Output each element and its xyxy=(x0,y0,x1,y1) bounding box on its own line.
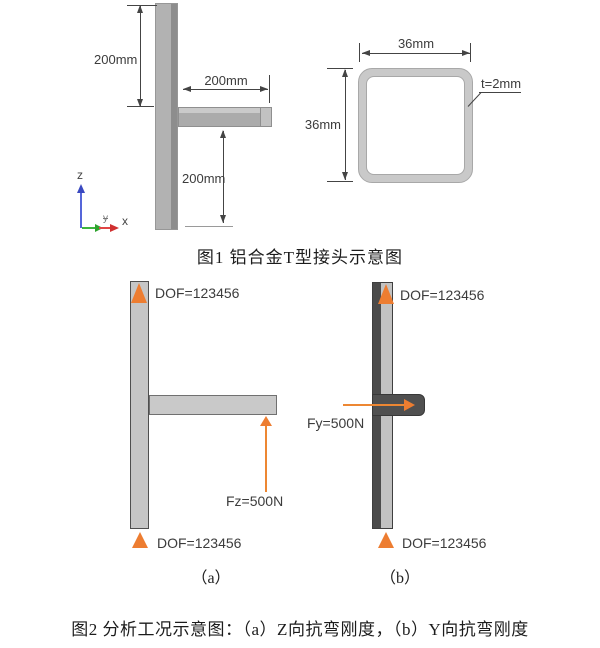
dim-label-section-height: 36mm xyxy=(304,117,341,132)
dim-arrow-icon xyxy=(137,5,143,13)
figure2-caption: 图2 分析工况示意图：（a）Z向抗弯刚度，（b）Y向抗弯刚度 xyxy=(71,620,529,639)
x-axis-icon xyxy=(99,227,111,229)
dim-line-upper xyxy=(140,6,141,106)
dim-arrow-icon xyxy=(183,86,191,92)
horizontal-member xyxy=(178,107,272,127)
y-axis-label: y xyxy=(103,213,108,224)
force-arrowhead-icon xyxy=(260,416,272,426)
figure1-caption: 图1 铝合金T型接头示意图 xyxy=(196,248,404,267)
tube-inner-hole xyxy=(366,76,465,175)
z-axis-icon xyxy=(80,192,82,228)
z-axis-label: z xyxy=(77,168,83,182)
case-b-label: （b） xyxy=(379,570,420,587)
dim-tick xyxy=(127,5,157,6)
dim-tick xyxy=(127,106,154,107)
force-arrow-shaft-a xyxy=(265,425,267,492)
dim-line-arm xyxy=(183,89,268,90)
y-axis-icon xyxy=(82,227,96,229)
callout-underline xyxy=(479,92,521,93)
member-end-cap xyxy=(260,108,271,126)
force-arrowhead-icon xyxy=(404,399,415,411)
support-triangle-icon xyxy=(378,284,394,304)
force-label-b: Fy=500N xyxy=(307,415,365,431)
x-axis-arrowhead-icon xyxy=(110,224,119,232)
support-triangle-icon xyxy=(132,532,148,548)
dim-tick xyxy=(359,43,360,62)
support-triangle-icon xyxy=(131,283,147,303)
dim-tick xyxy=(327,68,353,69)
vertical-member-a xyxy=(130,281,149,529)
thickness-label: t=2mm xyxy=(481,76,522,91)
dim-tick xyxy=(269,75,270,103)
dim-label-upper: 200mm xyxy=(94,52,138,67)
dim-arrow-icon xyxy=(137,99,143,107)
dof-label-bottom-b: DOF=123456 xyxy=(402,535,487,551)
dim-arrow-icon xyxy=(342,172,348,180)
dim-line-section-width xyxy=(362,53,470,54)
force-label-a: Fz=500N xyxy=(226,493,284,509)
vertical-member xyxy=(155,3,178,230)
dim-tick xyxy=(327,181,353,182)
dim-label-lower: 200mm xyxy=(182,171,226,186)
support-triangle-icon xyxy=(378,532,394,548)
dim-arrow-icon xyxy=(462,50,470,56)
dim-label-section-width: 36mm xyxy=(397,36,435,51)
z-axis-arrowhead-icon xyxy=(77,184,85,193)
dof-label-bottom-a: DOF=123456 xyxy=(157,535,242,551)
dim-tick xyxy=(470,43,471,62)
dof-label-top-b: DOF=123456 xyxy=(400,287,485,303)
dof-label-top-a: DOF=123456 xyxy=(155,285,240,301)
dim-arrow-icon xyxy=(220,215,226,223)
dim-arrow-icon xyxy=(342,69,348,77)
force-arrow-shaft-b xyxy=(343,404,406,406)
dim-arrow-icon xyxy=(220,130,226,138)
dim-label-arm: 200mm xyxy=(204,73,248,88)
dim-baseline xyxy=(185,226,233,227)
dim-line-section-height xyxy=(345,70,346,180)
dim-line-lower xyxy=(223,131,224,223)
dim-arrow-icon xyxy=(260,86,268,92)
x-axis-label: x xyxy=(122,214,128,228)
dim-arrow-icon xyxy=(362,50,370,56)
horizontal-member-a xyxy=(149,395,277,415)
case-a-label: （a） xyxy=(191,570,231,587)
